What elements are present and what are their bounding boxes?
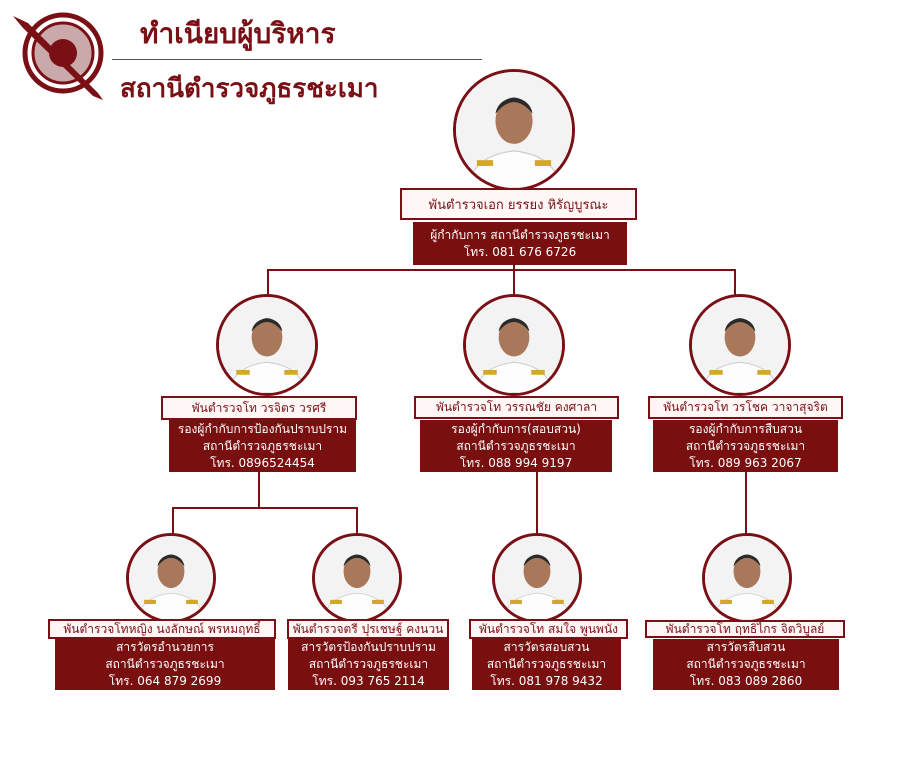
staff-position: รองผู้กำกับการ(สอบสวน) bbox=[451, 421, 581, 436]
staff-phone: โทร. 064 879 2699 bbox=[108, 674, 222, 688]
connector bbox=[356, 507, 358, 537]
staff-station: สถานีตำรวจภูธรชะเมา bbox=[685, 438, 806, 453]
staff-info: สารวัตรอำนวยการ สถานีตำรวจภูธรชะเมา โทร.… bbox=[55, 639, 275, 690]
staff-name: พันตำรวจโทหญิง นงลักษณ์ พรหมฤทธิ์ bbox=[48, 619, 276, 639]
staff-info: สารวัตรป้องกันปราบปราม สถานีตำรวจภูธรชะเ… bbox=[288, 639, 449, 690]
staff-name: พันตำรวจโท วรโชค วาจาสุจริต bbox=[648, 396, 843, 419]
staff-position: สารวัตรสอบสวน bbox=[503, 640, 590, 654]
staff-phone: โทร. 081 978 9432 bbox=[490, 674, 603, 688]
police-emblem-logo bbox=[8, 8, 108, 103]
staff-station: สถานีตำรวจภูธรชะเมา bbox=[105, 657, 225, 671]
connector bbox=[267, 269, 736, 271]
staff-photo bbox=[312, 533, 402, 623]
staff-name: พันตำรวจโท ฤทธิไกร จิตวิบูลย์ bbox=[645, 620, 845, 638]
staff-photo bbox=[463, 294, 565, 396]
connector bbox=[172, 507, 358, 509]
staff-info: รองผู้กำกับการสืบสวน สถานีตำรวจภูธรชะเมา… bbox=[653, 420, 838, 472]
staff-position: สารวัตรสืบสวน bbox=[706, 640, 786, 654]
staff-position: สารวัตรอำนวยการ bbox=[116, 640, 214, 654]
staff-station: สถานีตำรวจภูธรชะเมา bbox=[456, 438, 576, 453]
staff-name: พันตำรวจตรี ปุรเชษฐ์ คงนวน bbox=[287, 619, 449, 639]
staff-photo bbox=[453, 69, 575, 191]
staff-name: พันตำรวจเอก ยรรยง หิรัญบูรณะ bbox=[400, 188, 637, 220]
staff-info: สารวัตรสอบสวน สถานีตำรวจภูธรชะเมา โทร. 0… bbox=[472, 639, 621, 690]
page-title: ทำเนียบผู้บริหาร bbox=[140, 17, 336, 50]
person-silhouette-icon bbox=[692, 297, 788, 393]
staff-info: รองผู้กำกับการป้องกันปราบปราม สถานีตำรวจ… bbox=[169, 420, 356, 472]
staff-name: พันตำรวจโท สมใจ พูนพนัง bbox=[469, 619, 628, 639]
connector bbox=[745, 472, 747, 536]
staff-position: สารวัตรป้องกันปราบปราม bbox=[301, 640, 436, 654]
person-silhouette-icon bbox=[466, 297, 562, 393]
staff-phone: โทร. 083 089 2860 bbox=[689, 674, 803, 688]
staff-photo bbox=[702, 533, 792, 623]
connector bbox=[172, 507, 174, 537]
staff-phone: โทร. 088 994 9197 bbox=[459, 455, 573, 470]
station-subtitle: สถานีตำรวจภูธรชะเมา bbox=[120, 74, 379, 104]
staff-station: สถานีตำรวจภูธรชะเมา bbox=[202, 438, 323, 453]
staff-info: สารวัตรสืบสวน สถานีตำรวจภูธรชะเมา โทร. 0… bbox=[653, 639, 839, 690]
staff-info: ผู้กำกับการ สถานีตำรวจภูธรชะเมา โทร. 081… bbox=[413, 222, 627, 265]
staff-phone: โทร. 089 963 2067 bbox=[689, 455, 802, 470]
staff-name: พันตำรวจโท วรจิตร วรศรี bbox=[161, 396, 357, 420]
staff-photo bbox=[126, 533, 216, 623]
connector bbox=[536, 472, 538, 536]
person-silhouette-icon bbox=[219, 297, 315, 393]
title-divider bbox=[112, 59, 482, 60]
staff-station: สถานีตำรวจภูธรชะเมา bbox=[308, 657, 429, 671]
staff-info: รองผู้กำกับการ(สอบสวน) สถานีตำรวจภูธรชะเ… bbox=[420, 420, 612, 472]
staff-photo bbox=[216, 294, 318, 396]
connector bbox=[513, 264, 515, 271]
staff-name: พันตำรวจโท วรรณชัย คงศาลา bbox=[414, 396, 619, 419]
staff-position: รองผู้กำกับการป้องกันปราบปราม bbox=[177, 421, 348, 436]
person-silhouette-icon bbox=[705, 536, 789, 620]
staff-phone: โทร. 081 676 6726 bbox=[463, 244, 577, 259]
staff-station: สถานีตำรวจภูธรชะเมา bbox=[686, 657, 806, 671]
connector bbox=[734, 269, 736, 299]
connector bbox=[513, 269, 515, 299]
person-silhouette-icon bbox=[129, 536, 213, 620]
staff-phone: โทร. 093 765 2114 bbox=[312, 674, 425, 688]
person-silhouette-icon bbox=[315, 536, 399, 620]
connector bbox=[267, 269, 269, 299]
staff-photo bbox=[689, 294, 791, 396]
person-silhouette-icon bbox=[495, 536, 579, 620]
staff-phone: โทร. 0896524454 bbox=[210, 455, 315, 470]
staff-photo bbox=[492, 533, 582, 623]
connector bbox=[258, 472, 260, 508]
staff-position: รองผู้กำกับการสืบสวน bbox=[688, 421, 803, 436]
person-silhouette-icon bbox=[456, 72, 572, 188]
staff-position: ผู้กำกับการ สถานีตำรวจภูธรชะเมา bbox=[430, 227, 610, 242]
staff-station: สถานีตำรวจภูธรชะเมา bbox=[486, 657, 607, 671]
